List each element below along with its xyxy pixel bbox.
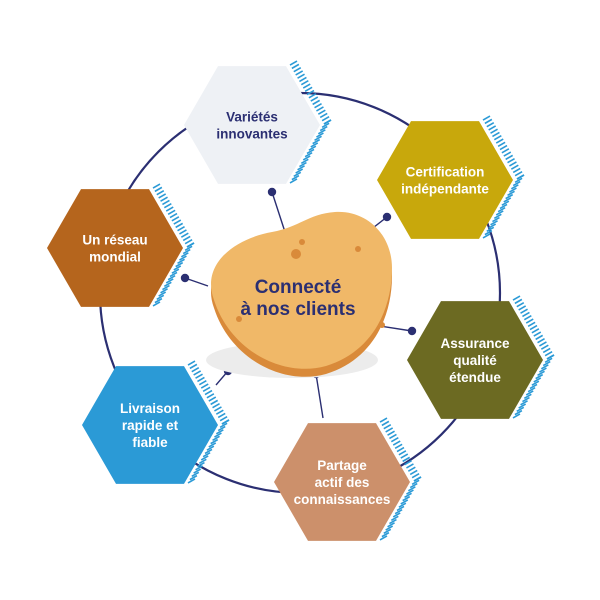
node-reseau: Un réseau mondial — [47, 183, 195, 307]
potato-spot — [299, 239, 305, 245]
node-label-reseau: Un réseau mondial — [82, 233, 147, 265]
node-label-line: actif des — [315, 475, 370, 490]
connector-dot-certification — [382, 212, 392, 222]
connector-dot-varietes — [267, 187, 277, 197]
node-stripes-varietes — [289, 60, 332, 184]
connector-dot-reseau — [180, 273, 190, 283]
node-label-line: connaissances — [294, 492, 391, 507]
node-label-line: étendue — [449, 370, 501, 385]
node-assurance: Assurance qualité étendue — [407, 295, 555, 419]
node-label-line: innovantes — [216, 127, 287, 142]
node-label-line: qualité — [453, 353, 497, 368]
hexagon-varietes — [184, 66, 320, 184]
hexagon-partage — [274, 423, 410, 541]
hexagon-certification — [377, 121, 513, 239]
node-stripes-assurance — [512, 295, 555, 419]
connector-line-partage — [315, 373, 324, 419]
node-label-line: Un réseau — [82, 233, 147, 248]
hexagon-livraison — [82, 366, 218, 484]
node-label-livraison: Livraison rapide et fiable — [120, 401, 180, 450]
potato-spot — [379, 322, 385, 328]
connector-dot-assurance — [407, 326, 417, 336]
node-label-assurance: Assurance qualité étendue — [440, 336, 510, 385]
node-stripes-reseau — [152, 183, 195, 307]
node-label-line: rapide et — [122, 418, 179, 433]
connector-line-varietes — [271, 191, 286, 233]
node-label-line: fiable — [132, 435, 168, 450]
node-certification: Certification indépendante — [377, 115, 525, 239]
connector-line-assurance — [379, 325, 413, 332]
node-label-line: Assurance — [440, 336, 510, 351]
center-label-line: Connecté — [255, 277, 342, 298]
node-label-varietes: Variétés innovantes — [216, 110, 287, 142]
node-label-line: Livraison — [120, 401, 180, 416]
potato-spot — [355, 246, 361, 252]
node-label-line: mondial — [89, 250, 141, 265]
center-label-line: à nos clients — [240, 299, 355, 320]
node-stripes-certification — [482, 115, 525, 239]
node-label-partage: Partage actif des connaissances — [294, 458, 391, 507]
potato-spot — [291, 249, 301, 259]
node-livraison: Livraison rapide et fiable — [82, 360, 230, 484]
node-label-line: Certification — [406, 165, 485, 180]
node-stripes-livraison — [187, 360, 230, 484]
node-varietes: Variétés innovantes — [184, 60, 332, 184]
potato-body — [211, 211, 392, 369]
node-label-line: Partage — [317, 458, 367, 473]
node-label-line: Variétés — [226, 110, 278, 125]
hexagon-reseau — [47, 189, 183, 307]
hexagon-assurance — [407, 301, 543, 419]
node-label-line: indépendante — [401, 182, 489, 197]
node-stripes-partage — [379, 417, 422, 541]
node-partage: Partage actif des connaissances — [274, 417, 422, 541]
node-label-certification: Certification indépendante — [401, 165, 489, 197]
potato-spot — [236, 316, 242, 322]
